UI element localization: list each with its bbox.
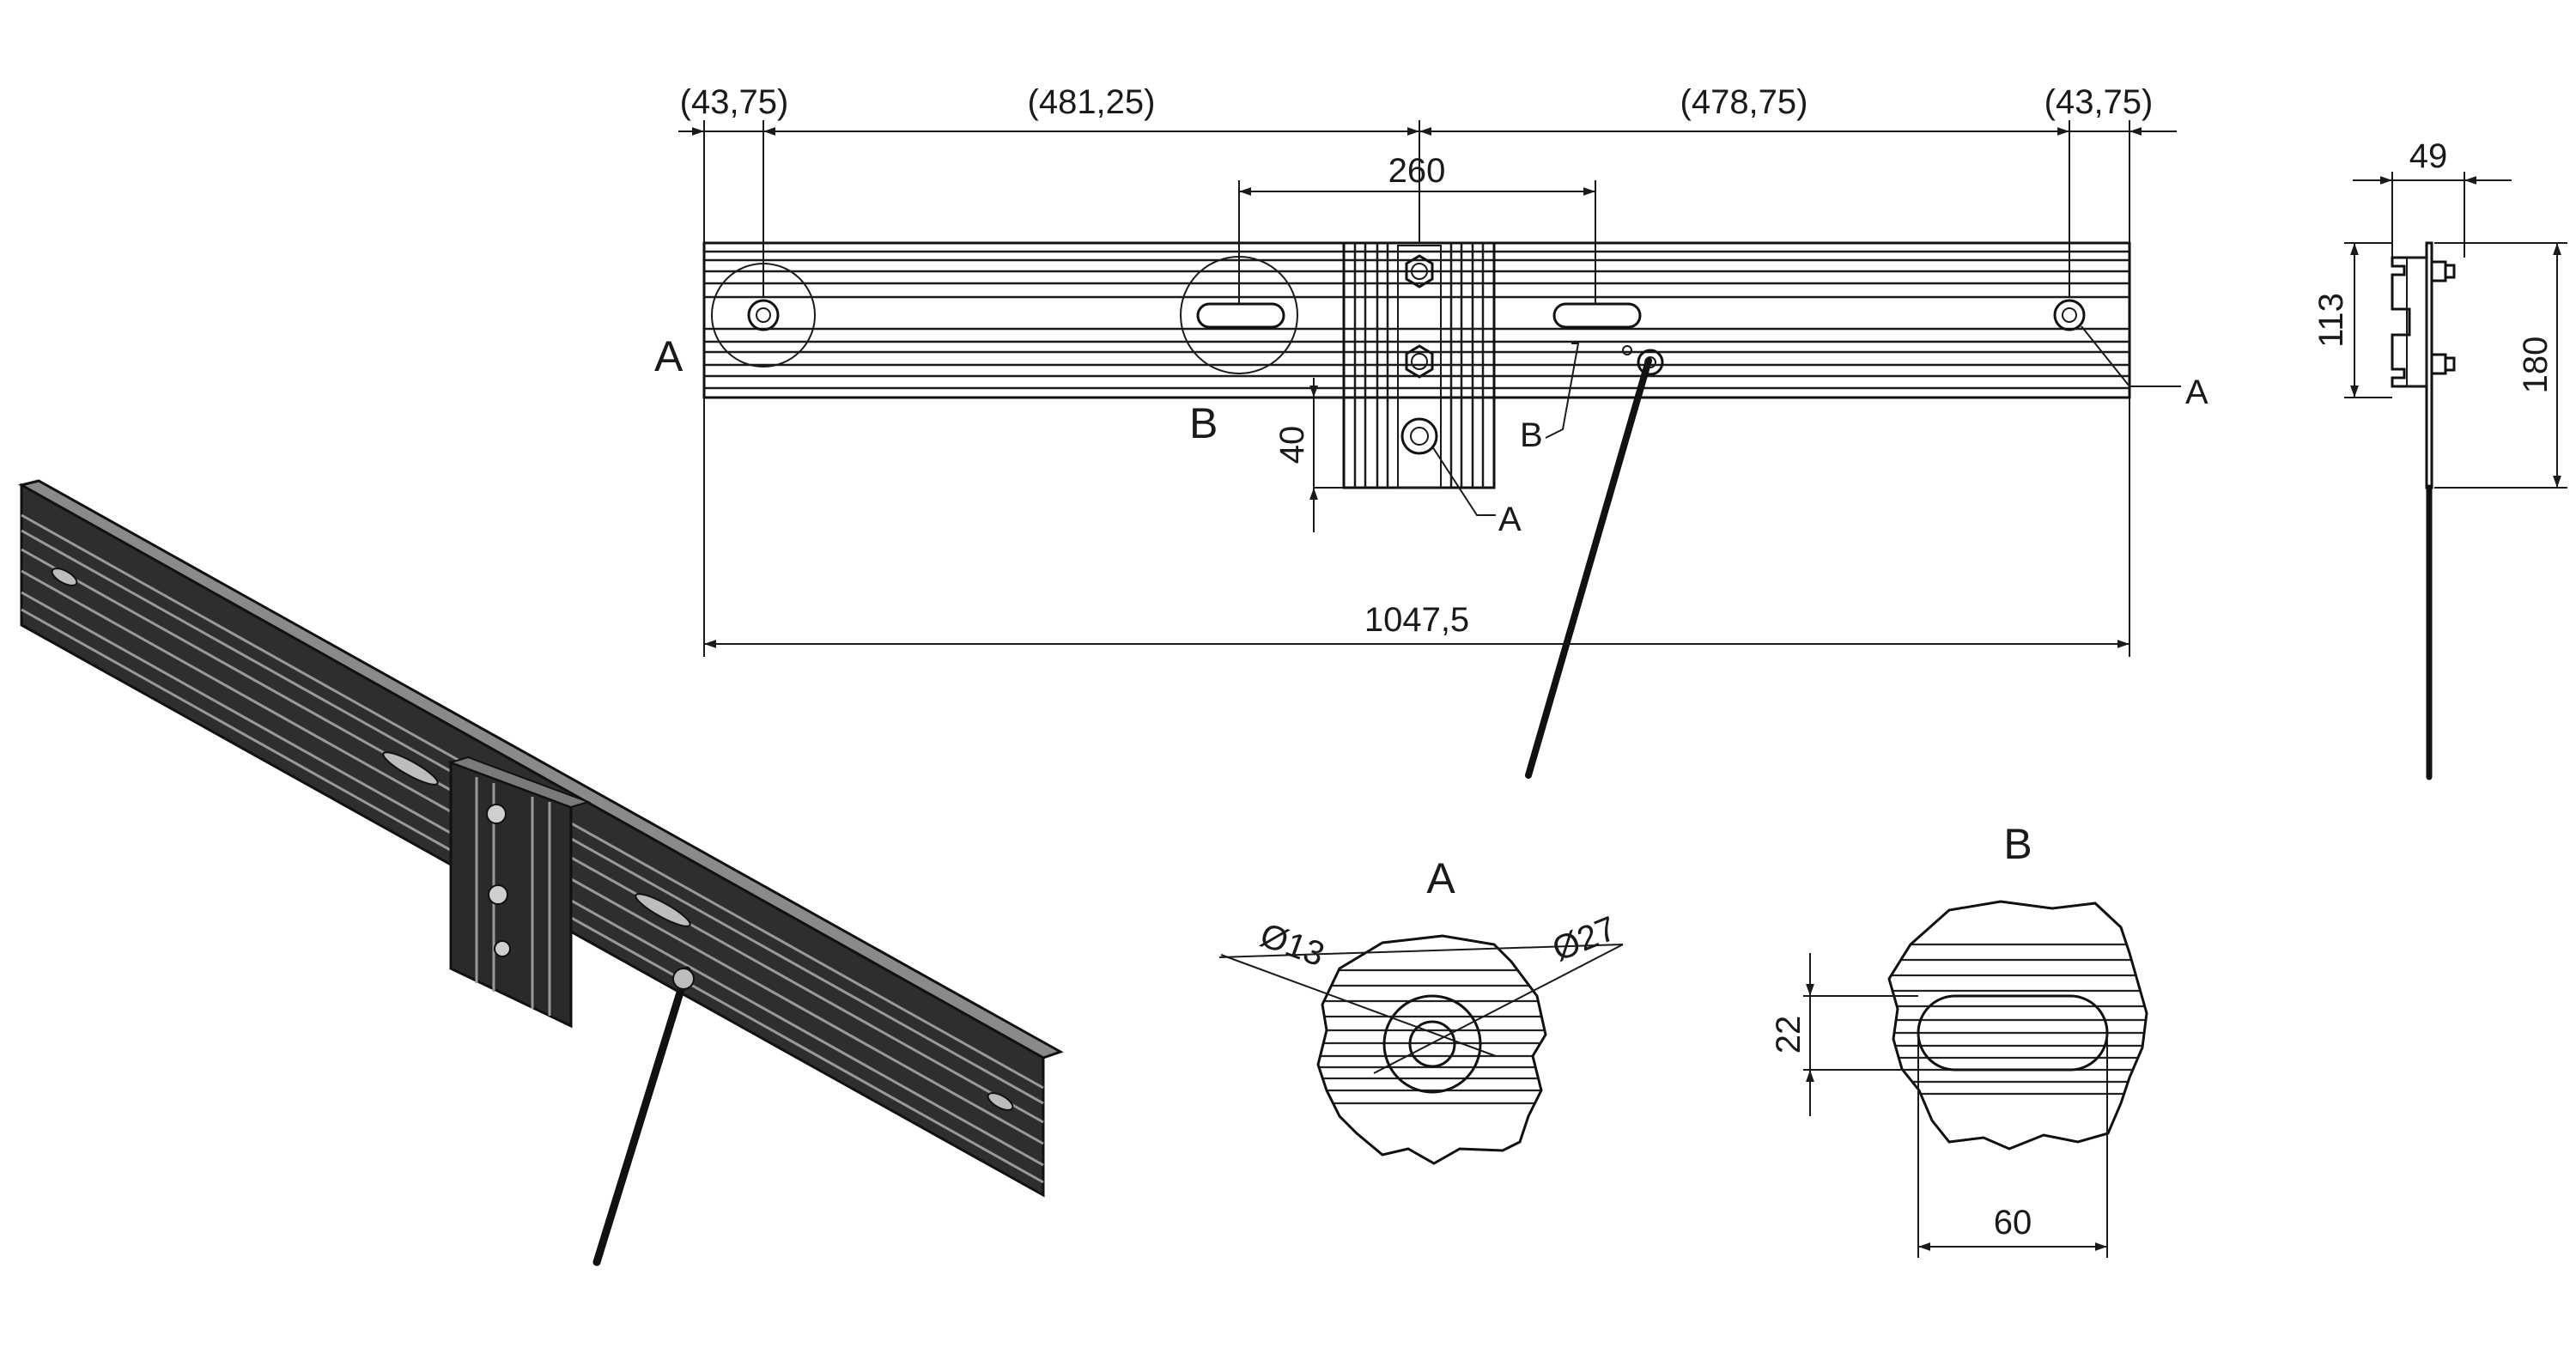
dim-bracket-offset: 40 xyxy=(1273,426,1311,464)
callout-a-left: A xyxy=(654,332,683,380)
slot-left xyxy=(1196,302,1285,329)
dim-side-width: 49 xyxy=(2409,137,2448,175)
detail-b: B 22 60 xyxy=(1770,820,2148,1258)
side-dimensions xyxy=(2344,172,2567,489)
dim-outer-diameter: Ø27 xyxy=(1547,909,1622,968)
dim-slot-height: 22 xyxy=(1770,1016,1807,1054)
ground-rod xyxy=(1525,345,1664,779)
dim-right-span: (478,75) xyxy=(1680,83,1808,121)
side-view: 49 113 180 xyxy=(2312,137,2567,780)
bracket-hole xyxy=(1400,417,1438,455)
hole-right xyxy=(2053,299,2086,331)
front-view: (43,75) (481,25) (478,75) (43,75) 260 40… xyxy=(654,83,2208,779)
dim-slot-length: 60 xyxy=(1994,1204,2032,1242)
iso-ground-rod xyxy=(592,966,695,1266)
dim-profile-height: 113 xyxy=(2312,293,2350,348)
dim-right-offset: (43,75) xyxy=(2044,83,2154,121)
leader-lines xyxy=(1431,325,2181,516)
top-dimension-chain xyxy=(678,120,2177,296)
iso-bracket xyxy=(447,756,592,1029)
bracket-offset-dimension xyxy=(1309,378,1344,532)
detail-b-dimensions xyxy=(1803,953,2108,1258)
slot-spacing-dimension xyxy=(1238,180,1596,304)
callout-b-slot: B xyxy=(1520,416,1543,454)
side-bolts xyxy=(2430,260,2456,375)
rail-grooves-front xyxy=(704,250,2129,390)
detail-b-title: B xyxy=(2003,820,2032,868)
dim-bracket-height: 180 xyxy=(2517,337,2555,394)
detail-a-title: A xyxy=(1426,854,1455,902)
callout-a-bracket: A xyxy=(1498,501,1522,538)
hole-left xyxy=(747,299,780,331)
callout-b-left: B xyxy=(1189,399,1218,447)
dim-left-span: (481,25) xyxy=(1028,83,1156,121)
overall-length-dimension xyxy=(703,398,2130,657)
dim-slot-spacing: 260 xyxy=(1388,152,1446,190)
slot-right xyxy=(1552,302,1642,329)
bracket-nuts xyxy=(1400,254,1438,455)
iso-slot-holes xyxy=(51,568,1014,1111)
detail-a: A Ø13 Ø27 xyxy=(1218,854,1624,1165)
bracket-grooves xyxy=(1353,243,1485,488)
side-profile xyxy=(2391,256,2428,388)
dim-overall-length: 1047,5 xyxy=(1364,601,1469,639)
dim-inner-diameter: Ø13 xyxy=(1255,916,1329,974)
isometric-view xyxy=(17,479,1064,1266)
dim-left-offset: (43,75) xyxy=(680,83,789,121)
callout-a-right: A xyxy=(2185,373,2208,411)
